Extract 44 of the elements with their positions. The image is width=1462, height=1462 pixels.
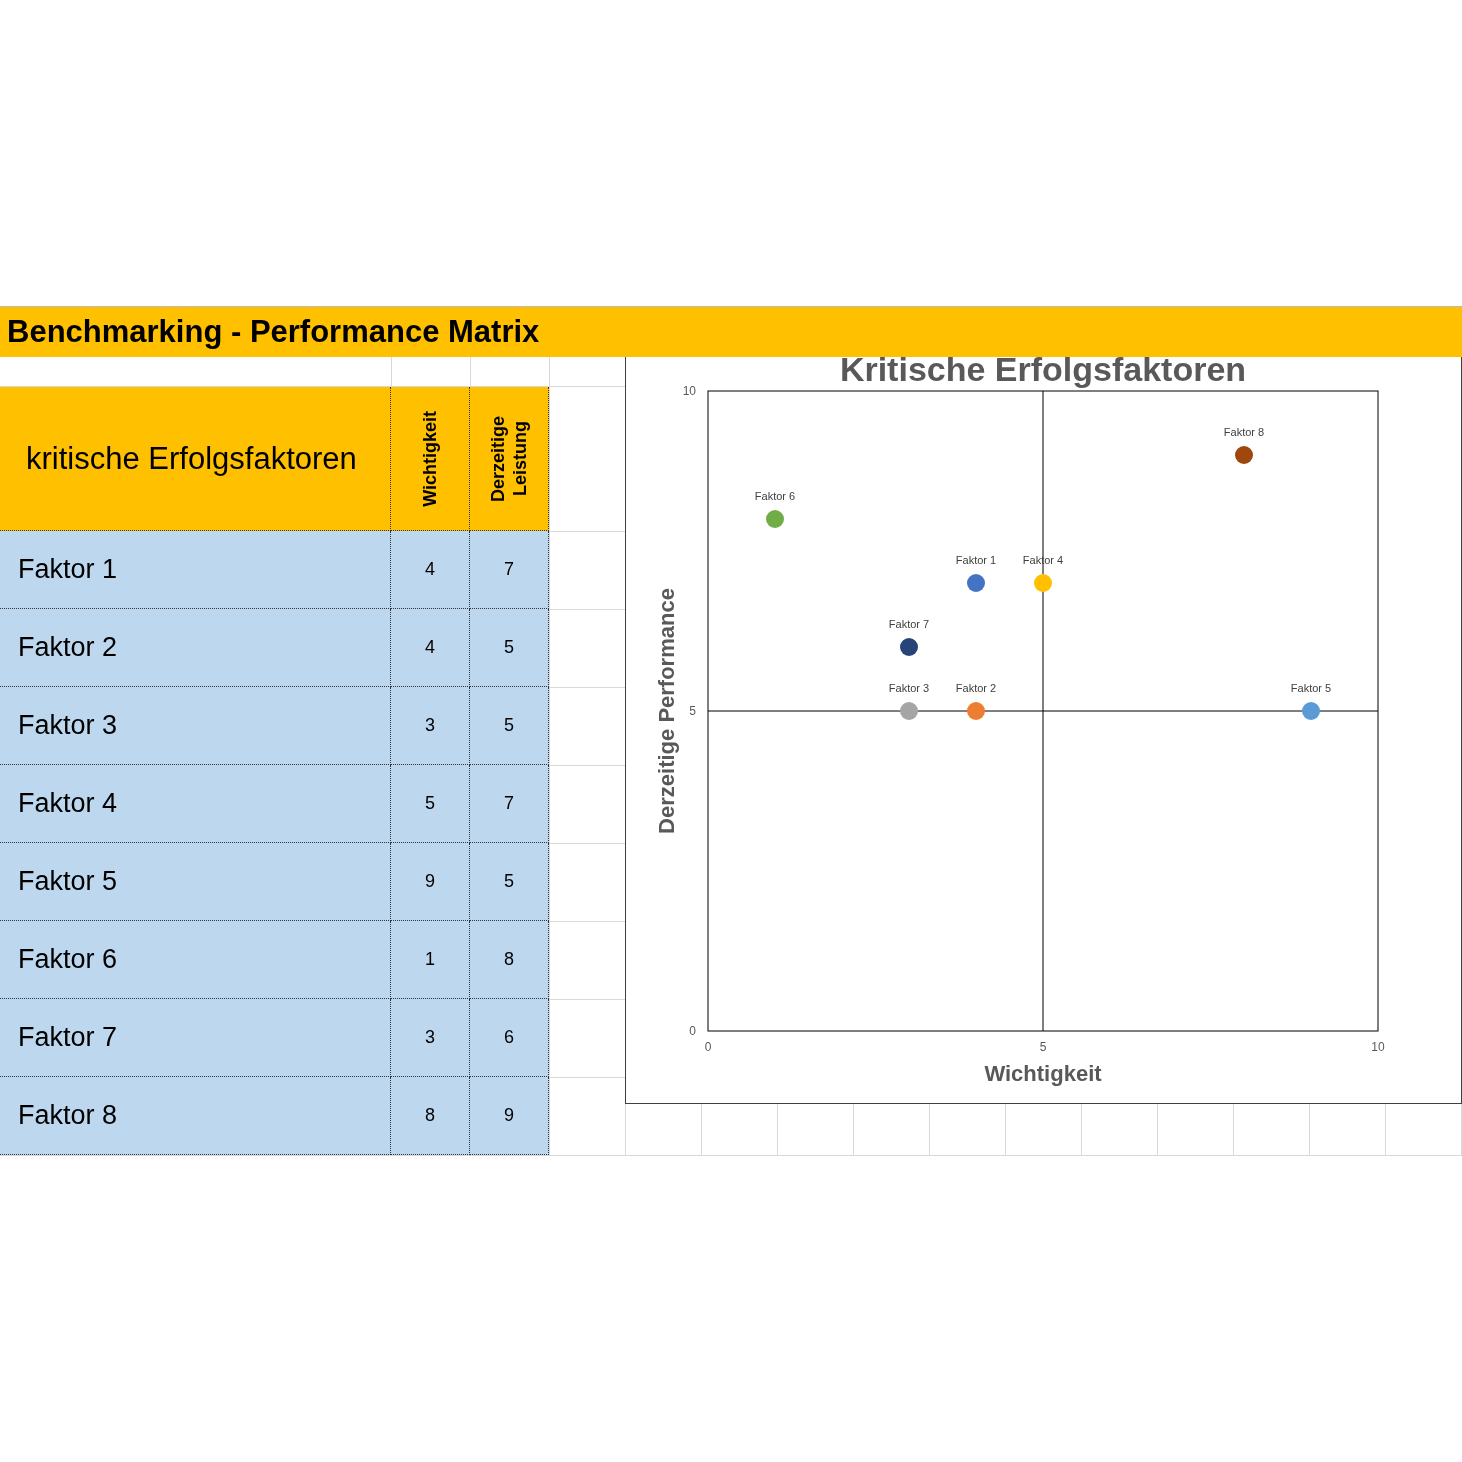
point-label: Faktor 3 [888, 682, 930, 694]
table-cell: 4 [391, 609, 470, 687]
point-label: Faktor 5 [1290, 682, 1332, 694]
header-cell: Wichtigkeit [391, 387, 470, 531]
tick-label: 10 [682, 384, 696, 398]
table-cell: 7 [470, 765, 549, 843]
table-cell: Faktor 2 [0, 609, 391, 687]
table-cell: 4 [391, 531, 470, 609]
header-cell: kritische Erfolgsfaktoren [0, 387, 391, 531]
table-cell: 5 [470, 609, 549, 687]
point-label: Faktor 6 [754, 490, 796, 502]
table-cell: 5 [391, 765, 470, 843]
table-cell: Faktor 7 [0, 999, 391, 1077]
table-cell: 5 [470, 687, 549, 765]
title-bar: Benchmarking - Performance Matrix [0, 307, 1462, 357]
point-label: Faktor 8 [1223, 426, 1265, 438]
table-cell: 5 [470, 843, 549, 921]
axis-title: Wichtigkeit [984, 1061, 1102, 1086]
tick-label: 5 [1039, 1040, 1047, 1054]
table-cell: Faktor 3 [0, 687, 391, 765]
table-cell: Faktor 1 [0, 531, 391, 609]
header-cell: Derzeitige Leistung [470, 387, 549, 531]
tick-label: 10 [1371, 1040, 1385, 1054]
table-cell: 6 [470, 999, 549, 1077]
table-cell: Faktor 6 [0, 921, 391, 999]
point-label: Faktor 1 [955, 554, 997, 566]
table-cell: 7 [470, 531, 549, 609]
table-cell: 9 [391, 843, 470, 921]
table-cell: 3 [391, 687, 470, 765]
table-cell: 8 [470, 921, 549, 999]
tick-label: 0 [689, 1024, 696, 1038]
tick-label: 0 [704, 1040, 712, 1054]
point-label: Faktor 2 [955, 682, 997, 694]
table-cell: 3 [391, 999, 470, 1077]
point-label: Faktor 7 [888, 618, 930, 630]
table-cell: 1 [391, 921, 470, 999]
table-cell: 9 [470, 1077, 549, 1155]
tick-label: 5 [689, 704, 696, 718]
table-cell: Faktor 4 [0, 765, 391, 843]
axis-title: Derzeitige Performance [654, 588, 679, 834]
table-cell: Faktor 5 [0, 843, 391, 921]
table-cell: Faktor 8 [0, 1077, 391, 1155]
chart-title: Kritische Erfolgsfaktoren [839, 357, 1247, 388]
table-cell: 8 [391, 1077, 470, 1155]
